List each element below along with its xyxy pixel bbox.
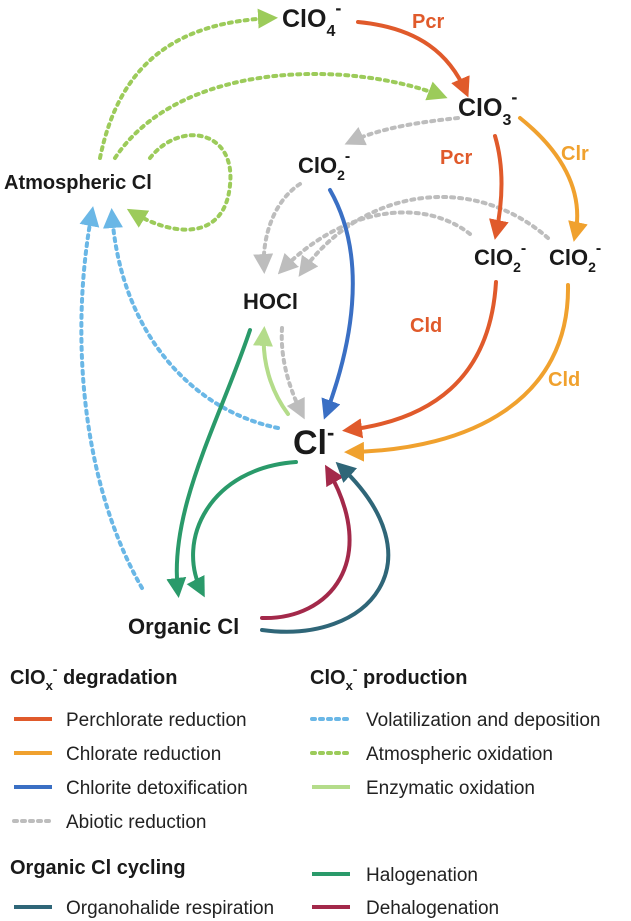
legend: ClOx- degradation Perchlorate reduction …	[10, 661, 601, 919]
arrow-cl-to-hocl	[253, 326, 290, 416]
enzyme-cld-left: Cld	[410, 315, 442, 337]
enzyme-pcr-top: Pcr	[412, 11, 444, 33]
node-clo2-left: ClO2-	[298, 148, 350, 183]
arrow-clo4-to-clo3	[356, 20, 470, 98]
enzyme-cld-right: Cld	[548, 369, 580, 391]
volatilization-arrows	[79, 206, 280, 590]
arrow-hocl-to-organic	[166, 328, 252, 598]
arrow-clo2-to-hocl-a	[253, 182, 302, 274]
legend-item-chlorate: Chlorate reduction	[66, 744, 221, 765]
arrow-organic-to-cl-resp	[260, 461, 391, 634]
legend-heading-organic: Organic Cl cycling	[10, 857, 186, 879]
arrow-clo2mid-to-cl	[342, 280, 498, 439]
legend-item-dehalogenation: Dehalogenation	[366, 898, 499, 919]
enzyme-clr: Clr	[561, 143, 589, 165]
legend-item-abiotic: Abiotic reduction	[66, 812, 206, 833]
legend-item-organohalide: Organohalide respiration	[66, 898, 274, 919]
abiotic-reduction-arrows	[253, 116, 550, 420]
legend-item-enzymatic: Enzymatic oxidation	[366, 778, 535, 799]
arrow-organic-to-atm	[79, 206, 144, 590]
arrow-atm-to-clo4	[98, 8, 278, 160]
node-organic-cl: Organic Cl	[128, 614, 239, 639]
arrow-clo2right-to-hocl	[298, 195, 550, 277]
perchlorate-reduction-arrows	[342, 20, 509, 439]
arrow-cl-to-atm	[102, 208, 280, 430]
node-clo4: ClO4-	[282, 0, 341, 40]
legend-item-halogenation: Halogenation	[366, 865, 478, 886]
arrow-clo3-to-clo2mid	[489, 134, 509, 240]
node-clo3: ClO3-	[458, 87, 517, 129]
arrow-clo2mid-to-hocl	[277, 210, 472, 275]
enzyme-pcr-mid: Pcr	[440, 147, 472, 169]
legend-item-atmospheric: Atmospheric oxidation	[366, 744, 553, 765]
arrow-organic-to-cl-dehal	[260, 464, 352, 621]
halogenation-arrows	[166, 328, 298, 598]
atmospheric-oxidation-arrows	[98, 8, 448, 232]
arrow-cl-to-organic	[186, 460, 298, 598]
legend-heading-degradation: ClOx- degradation	[10, 661, 177, 693]
node-cl-minus: Cl-	[293, 420, 334, 462]
arrow-hocl-to-cl	[279, 326, 305, 420]
arrow-clo2right-to-cl	[344, 283, 571, 462]
node-clo2-mid: ClO2-	[474, 240, 526, 275]
arrow-clo3-to-clo2right	[518, 116, 588, 242]
arrow-clo2-to-cl-blue	[321, 188, 355, 420]
arrow-atm-loop	[126, 133, 233, 232]
node-hocl: HOCl	[243, 289, 298, 314]
arrow-atm-to-clo3	[113, 72, 448, 160]
legend-item-chlorite: Chlorite detoxification	[66, 778, 248, 799]
legend-item-volatilization: Volatilization and deposition	[366, 710, 601, 731]
legend-item-perchlorate: Perchlorate reduction	[66, 710, 247, 731]
arrow-clo3-to-clo2	[344, 116, 460, 146]
chlorate-reduction-arrows	[344, 116, 588, 462]
node-clo2-right: ClO2-	[549, 240, 601, 275]
legend-heading-production: ClOx- production	[310, 661, 467, 693]
node-atmospheric-cl: Atmospheric Cl	[4, 172, 152, 194]
